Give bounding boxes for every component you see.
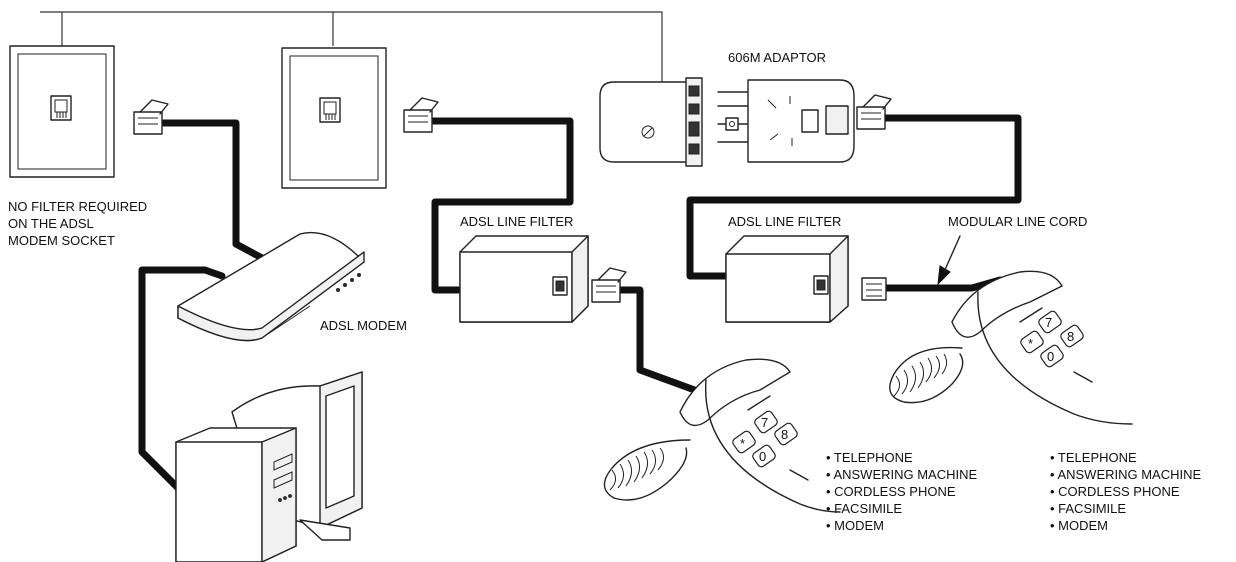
plug-adaptor-out — [856, 94, 892, 130]
keypad-right: 7 8 * 0 — [1020, 310, 1084, 368]
device-list-left-item: • FACSIMILE — [826, 501, 902, 516]
no-filter-label-line1: NO FILTER REQUIRED — [8, 199, 147, 214]
telephone-right: 7 8 * 0 — [889, 270, 1133, 425]
key-star-left: * — [740, 436, 745, 451]
wall-socket-phone — [281, 47, 387, 189]
keypad-left: 7 8 * 0 — [732, 410, 798, 468]
device-list-left-item: • ANSWERING MACHINE — [826, 467, 978, 482]
key-7-right: 7 — [1045, 315, 1052, 330]
device-list-right: • TELEPHONE • ANSWERING MACHINE • CORDLE… — [1050, 450, 1202, 533]
adsl-modem — [177, 231, 365, 342]
rj11-port-icon — [50, 95, 72, 121]
device-list-right-item: • MODEM — [1050, 518, 1108, 533]
adsl-line-filter-right — [725, 235, 849, 323]
key-star-right: * — [1028, 336, 1033, 351]
key-8-right: 8 — [1067, 329, 1074, 344]
adsl-line-filter-right-label: ADSL LINE FILTER — [728, 214, 841, 229]
key-7-left: 7 — [761, 415, 768, 430]
device-list-right-item: • CORDLESS PHONE — [1050, 484, 1180, 499]
key-0-right: 0 — [1047, 349, 1054, 364]
no-filter-label-line3: MODEM SOCKET — [8, 233, 115, 248]
adaptor-label: 606M ADAPTOR — [728, 50, 826, 65]
coiled-cord-icon — [603, 439, 691, 501]
device-list-left-item: • MODEM — [826, 518, 884, 533]
arrow-icon — [937, 235, 961, 286]
key-0-left: 0 — [759, 449, 766, 464]
labels: NO FILTER REQUIRED ON THE ADSL MODEM SOC… — [8, 50, 1087, 333]
plug-socket1 — [133, 99, 169, 135]
plug-socket2 — [403, 97, 439, 133]
telephone-left: 7 8 * 0 — [603, 358, 841, 513]
device-list-right-item: • ANSWERING MACHINE — [1050, 467, 1202, 482]
phone-line-bus — [40, 11, 663, 82]
no-filter-label-line2: ON THE ADSL — [8, 216, 94, 231]
device-list-right-item: • FACSIMILE — [1050, 501, 1126, 516]
modular-line-cord-label: MODULAR LINE CORD — [948, 214, 1087, 229]
adsl-modem-label: ADSL MODEM — [320, 318, 407, 333]
adaptor-606m — [599, 77, 855, 167]
adsl-line-filter-left-label: ADSL LINE FILTER — [460, 214, 573, 229]
device-list-left-item: • TELEPHONE — [826, 450, 913, 465]
device-list-right-item: • TELEPHONE — [1050, 450, 1137, 465]
rj11-port-icon — [319, 97, 341, 123]
key-8-left: 8 — [781, 427, 788, 442]
plug-right-filter-out — [861, 277, 887, 301]
wall-socket-modem — [9, 45, 115, 178]
plug-left-filter-out — [591, 267, 627, 303]
adsl-line-filter-left — [459, 235, 589, 323]
device-list-left-item: • CORDLESS PHONE — [826, 484, 956, 499]
computer — [175, 371, 363, 562]
device-list-left: • TELEPHONE • ANSWERING MACHINE • CORDLE… — [826, 450, 978, 533]
coiled-cord-icon — [889, 346, 964, 404]
